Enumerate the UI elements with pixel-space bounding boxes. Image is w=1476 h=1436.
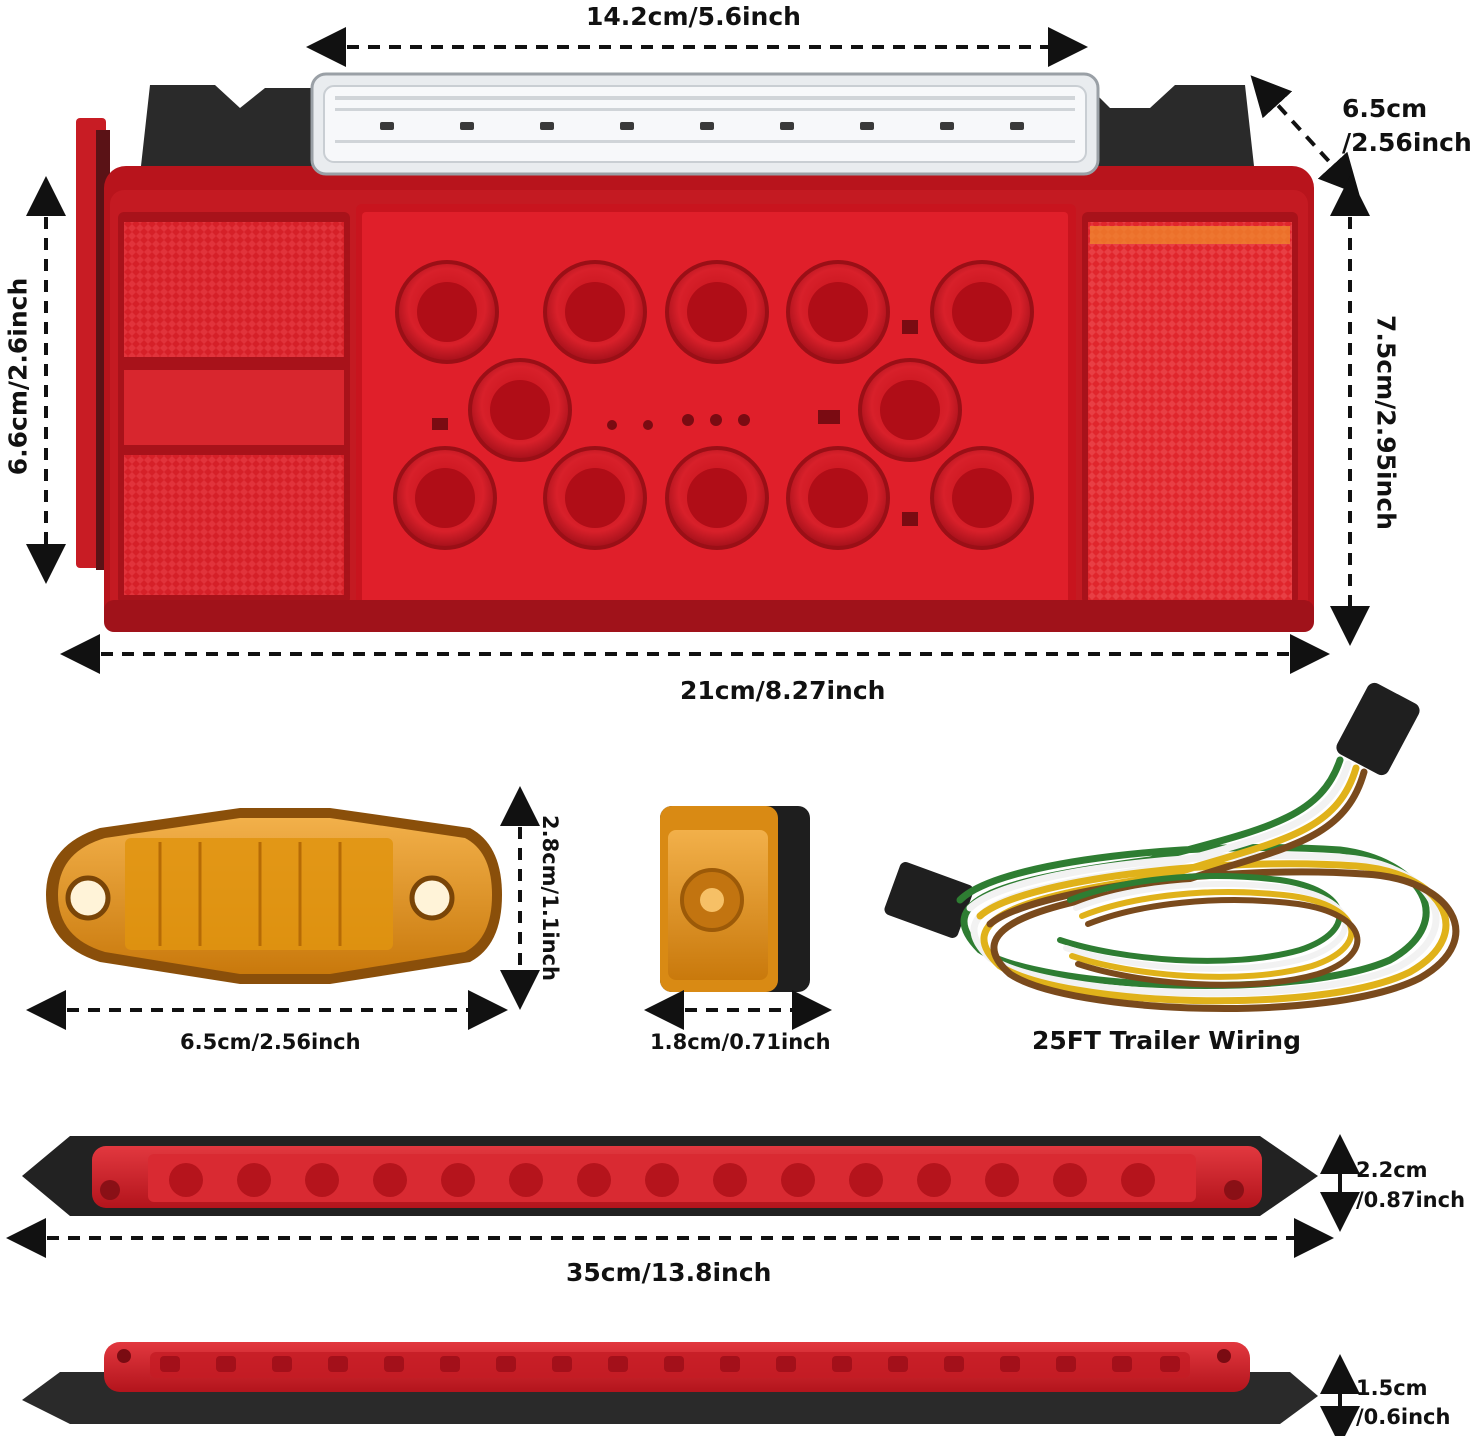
- main-tail-light: [76, 72, 1314, 632]
- bar1-height-label-line2: /0.87inch: [1356, 1188, 1466, 1212]
- marker-light-height-label: 2.8cm/1.1inch: [538, 815, 562, 981]
- amber-marker-light: [46, 808, 502, 984]
- light-bar-2: [22, 1342, 1318, 1424]
- bar1-width-label: 35cm/13.8inch: [566, 1258, 772, 1287]
- wiring-caption: 25FT Trailer Wiring: [1032, 1026, 1301, 1055]
- main-light-right-height-label: 7.5cm/2.95inch: [1371, 315, 1401, 530]
- main-light-top-width-label: 14.2cm/5.6inch: [586, 2, 801, 31]
- wiring-harness: [884, 682, 1460, 1012]
- main-light-depth-label-line1: 6.5cm: [1342, 94, 1428, 123]
- light-bar-1: [22, 1136, 1318, 1216]
- main-light-depth-label-line2: /2.56inch: [1342, 128, 1472, 157]
- small-amber-light: [660, 806, 810, 992]
- main-light-bottom-width-label: 21cm/8.27inch: [680, 676, 886, 705]
- bar2-height-label-line1: 1.5cm: [1356, 1376, 1428, 1400]
- main-light-dimension-lines: [26, 27, 1370, 674]
- bar2-height-label-line2: /0.6inch: [1356, 1405, 1451, 1429]
- marker-dimension-lines: [26, 786, 540, 1030]
- bar1-height-label-line1: 2.2cm: [1356, 1158, 1428, 1182]
- small-light-width-label: 1.8cm/0.71inch: [650, 1030, 831, 1054]
- marker-light-width-label: 6.5cm/2.56inch: [180, 1030, 361, 1054]
- main-light-left-height-label: 6.6cm/2.6inch: [3, 277, 33, 476]
